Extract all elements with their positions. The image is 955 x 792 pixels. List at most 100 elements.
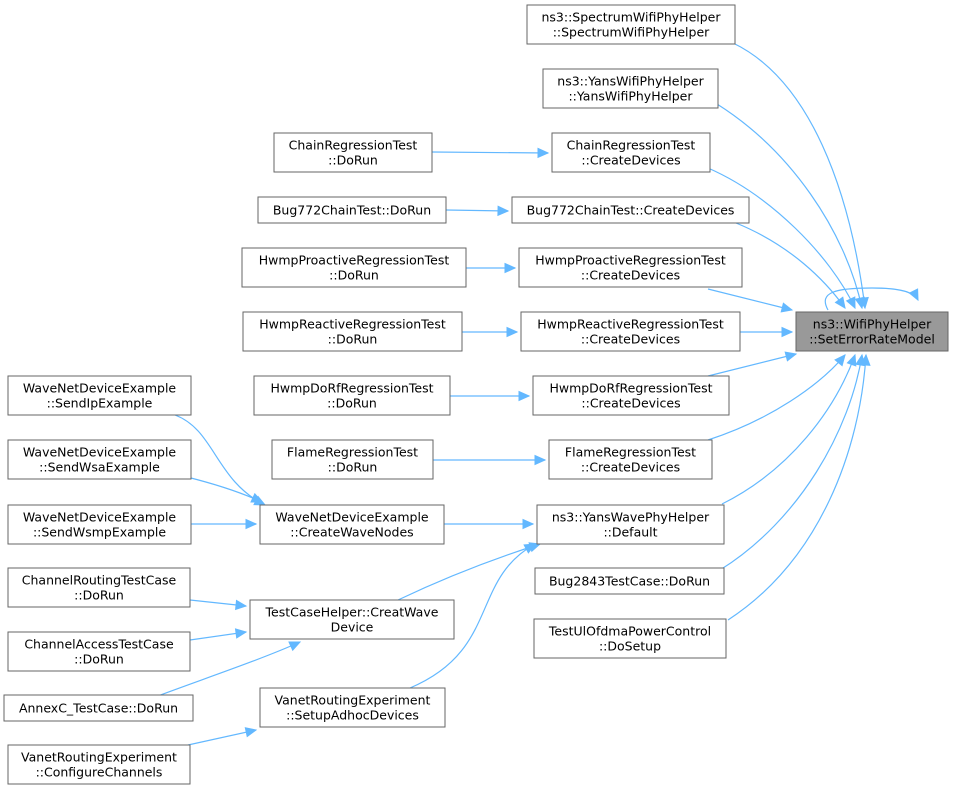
node-label: ::SetupAdhocDevices	[286, 708, 419, 723]
edge-chain_run-to-chain_cd	[431, 147, 550, 159]
node-label: HwmpReactiveRegressionTest	[537, 317, 724, 332]
node-chain-cd[interactable]: ChainRegressionTest::CreateDevices	[551, 132, 711, 173]
node-label: ChannelRoutingTestCase	[22, 573, 177, 588]
node-chan-routing[interactable]: ChannelRoutingTestCase::DoRun	[7, 567, 191, 608]
node-label: WaveNetDeviceExample	[23, 381, 177, 396]
node-label: WaveNetDeviceExample	[23, 445, 177, 460]
node-label: TestUlOfdmaPowerControl	[548, 624, 711, 639]
node-target[interactable]: ns3::WifiPhyHelper::SetErrorRateModel	[795, 311, 949, 352]
node-label: ::SendWsaExample	[39, 460, 160, 475]
node-label: Bug2843TestCase::DoRun	[549, 574, 710, 589]
node-label: ::DoRun	[327, 396, 377, 411]
node-chain-run[interactable]: ChainRegressionTest::DoRun	[273, 132, 433, 173]
node-hwmpp-cd[interactable]: HwmpProactiveRegressionTest::CreateDevic…	[518, 247, 743, 288]
edge-hwmpr_run-to-hwmpr_cd	[462, 326, 519, 338]
edge-wave_wsa-to-wave_nodes	[186, 476, 264, 503]
node-hwmpr-run[interactable]: HwmpReactiveRegressionTest::DoRun	[242, 311, 463, 352]
edge-flame_cd-to-target	[707, 354, 846, 441]
node-wave-ip[interactable]: WaveNetDeviceExample::SendIpExample	[7, 375, 192, 416]
edge-chan_routing-to-tch_wave	[189, 599, 248, 611]
node-label: HwmpProactiveRegressionTest	[535, 253, 726, 268]
edge-vanet_conf-to-vanet_setup	[187, 727, 258, 746]
node-label: HwmpDoRfRegressionTest	[549, 381, 712, 396]
edge-hwmpp_cd-to-target	[707, 288, 794, 313]
node-hwmpp-run[interactable]: HwmpProactiveRegressionTest::DoRun	[241, 247, 467, 288]
node-chan-access[interactable]: ChannelAccessTestCase::DoRun	[7, 631, 191, 672]
node-label: ::YansWifiPhyHelper	[568, 89, 693, 104]
node-ulofdma[interactable]: TestUlOfdmaPowerControl::DoSetup	[533, 618, 727, 659]
node-label: ::DoRun	[74, 588, 124, 603]
node-hwmpr-cd[interactable]: HwmpReactiveRegressionTest::CreateDevice…	[520, 311, 741, 352]
edge-hwmpd_cd-to-target	[707, 351, 798, 377]
node-annexc[interactable]: AnnexC_TestCase::DoRun	[3, 694, 194, 722]
edge-vanet_setup-to-yanswave	[409, 543, 537, 689]
node-vanet-setup[interactable]: VanetRoutingExperiment::SetupAdhocDevice…	[259, 687, 446, 728]
edge-chan_access-to-tch_wave	[189, 628, 248, 641]
edge-yanswave-to-target	[721, 353, 857, 505]
edge-hwmpp_run-to-hwmpp_cd	[466, 262, 517, 274]
node-yans[interactable]: ns3::YansWifiPhyHelper::YansWifiPhyHelpe…	[542, 68, 719, 109]
node-wave-wsa[interactable]: WaveNetDeviceExample::SendWsaExample	[7, 439, 192, 480]
edge-hwmpd_run-to-hwmpd_cd	[450, 390, 531, 402]
node-vanet-conf[interactable]: VanetRoutingExperiment::ConfigureChannel…	[7, 744, 191, 785]
node-label: ns3::YansWavePhyHelper	[552, 510, 710, 525]
edge-ulofdma-to-target	[727, 353, 871, 621]
node-flame-cd[interactable]: FlameRegressionTest::CreateDevices	[548, 439, 713, 480]
node-label: ns3::WifiPhyHelper	[813, 317, 932, 332]
node-label: ns3::SpectrumWifiPhyHelper	[542, 10, 722, 25]
edge-wave_nodes-to-yanswave	[444, 518, 535, 530]
node-label: TestCaseHelper::CreatWave	[265, 605, 439, 620]
node-hwmpd-cd[interactable]: HwmpDoRfRegressionTest::CreateDevices	[532, 375, 730, 416]
node-label: ::CreateDevices	[581, 153, 680, 168]
node-yanswave[interactable]: ns3::YansWavePhyHelper::Default	[536, 504, 725, 545]
edge-hwmpr_cd-to-target	[740, 326, 794, 338]
node-label: HwmpReactiveRegressionTest	[259, 317, 446, 332]
node-label: ::CreateDevices	[581, 268, 680, 283]
node-wave-nodes[interactable]: WaveNetDeviceExample::CreateWaveNodes	[259, 504, 445, 545]
node-label: ::CreateDevices	[581, 460, 680, 475]
edge-spectrum-to-target	[732, 42, 869, 310]
node-flame-run[interactable]: FlameRegressionTest::DoRun	[271, 439, 434, 480]
edge-wave_wsmp-to-wave_nodes	[191, 518, 258, 530]
node-label: ::DoRun	[328, 332, 378, 347]
node-label: ::SendIpExample	[47, 396, 153, 411]
node-label: VanetRoutingExperiment	[21, 750, 177, 765]
node-bug2843[interactable]: Bug2843TestCase::DoRun	[534, 567, 725, 595]
node-label: AnnexC_TestCase::DoRun	[19, 701, 178, 716]
edge-chain_cd-to-target	[707, 167, 856, 310]
node-label: ::DoRun	[328, 153, 378, 168]
node-label: ::ConfigureChannels	[36, 765, 163, 780]
node-label: ::CreateDevices	[581, 396, 680, 411]
node-label: FlameRegressionTest	[565, 445, 696, 460]
edge-bug772_cd-to-target	[735, 222, 846, 309]
node-label: ChainRegressionTest	[567, 138, 696, 153]
node-label: HwmpProactiveRegressionTest	[259, 253, 450, 268]
node-hwmpd-run[interactable]: HwmpDoRfRegressionTest::DoRun	[253, 375, 451, 416]
node-label: ChannelAccessTestCase	[24, 637, 174, 652]
edge-tch_wave-to-yanswave	[397, 542, 542, 601]
node-label: ::SetErrorRateModel	[809, 332, 935, 347]
node-spectrum[interactable]: ns3::SpectrumWifiPhyHelper::SpectrumWifi…	[526, 4, 736, 45]
edge-bug772_run-to-bug772_cd	[445, 205, 510, 217]
edge-bug2843-to-target	[719, 353, 866, 571]
node-label: ::SpectrumWifiPhyHelper	[553, 25, 710, 40]
node-label: Bug772ChainTest::CreateDevices	[527, 203, 735, 218]
node-bug772-cd[interactable]: Bug772ChainTest::CreateDevices	[511, 196, 750, 224]
edge-annexc-to-tch_wave	[154, 641, 302, 698]
node-label: ::DoRun	[328, 460, 378, 475]
node-bug772-run[interactable]: Bug772ChainTest::DoRun	[257, 196, 447, 224]
node-wave-wsmp[interactable]: WaveNetDeviceExample::SendWsmpExample	[7, 504, 192, 545]
node-label: WaveNetDeviceExample	[23, 510, 177, 525]
node-label: ::DoSetup	[599, 639, 661, 654]
node-label: ::CreateDevices	[581, 332, 680, 347]
node-label: ::Default	[603, 525, 657, 540]
node-label: Bug772ChainTest::DoRun	[273, 203, 431, 218]
node-label: Device	[331, 620, 374, 635]
edge-target-to-target	[824, 287, 919, 311]
node-label: ::CreateWaveNodes	[290, 525, 413, 540]
node-label: WaveNetDeviceExample	[275, 510, 429, 525]
node-label: ChainRegressionTest	[289, 138, 418, 153]
node-label: ::DoRun	[329, 268, 379, 283]
